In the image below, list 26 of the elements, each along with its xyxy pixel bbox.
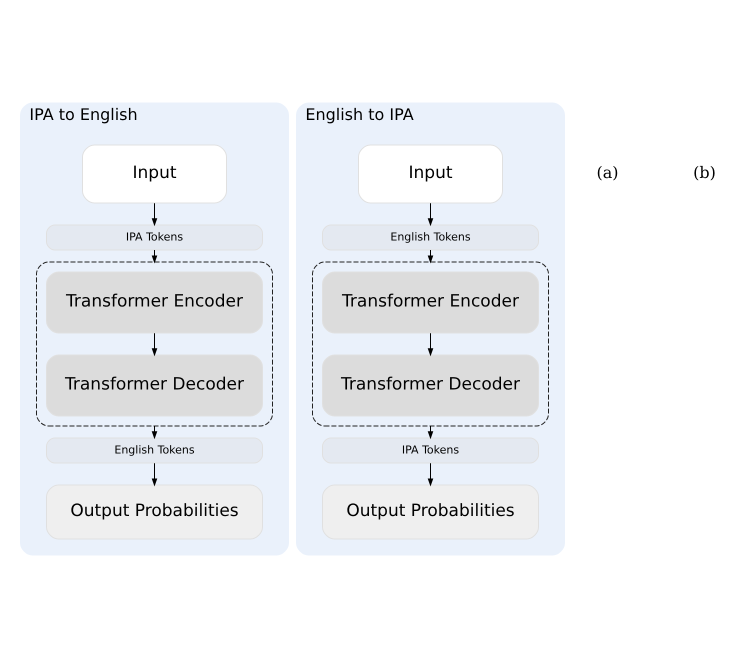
arrow: [152, 332, 158, 356]
arrow: [428, 202, 434, 226]
node-box: Transformer Decoder: [322, 354, 539, 416]
node-box: IPA Tokens: [322, 437, 539, 463]
node-box: IPA Tokens: [46, 224, 263, 250]
node-box: Output Probabilities: [322, 484, 539, 539]
label: (a): [596, 162, 619, 182]
label: (b): [693, 162, 716, 182]
arrow: [428, 332, 434, 356]
arrow: [152, 462, 158, 486]
node-box: Transformer Encoder: [322, 271, 539, 333]
arrow: [152, 249, 158, 264]
node-box: English Tokens: [322, 224, 539, 250]
node-box: English Tokens: [46, 437, 263, 463]
node-box: Transformer Decoder: [46, 354, 263, 416]
node-box: Input: [82, 144, 227, 203]
arrow: [152, 202, 158, 226]
arrow: [428, 249, 434, 264]
node-box: Input: [358, 144, 503, 203]
arrow: [152, 425, 158, 439]
node-box: Output Probabilities: [46, 484, 263, 539]
cluster: [312, 261, 549, 426]
node-box: Transformer Encoder: [46, 271, 263, 333]
arrow: [428, 462, 434, 486]
arrow: [428, 425, 434, 439]
cluster: [36, 261, 273, 426]
